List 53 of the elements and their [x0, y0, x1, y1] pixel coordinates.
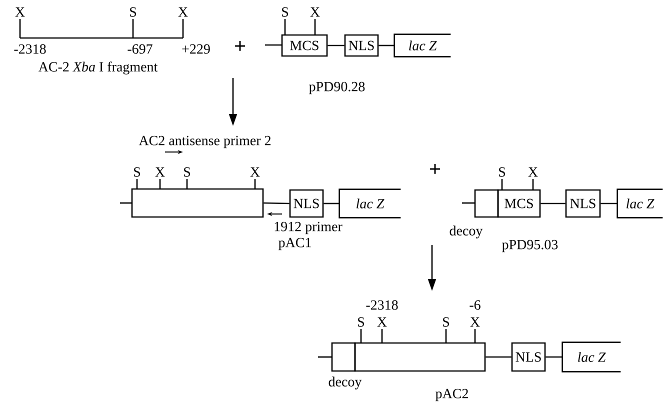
site-letter: X: [377, 317, 387, 327]
linker-line: [600, 202, 618, 204]
site-letter: S: [130, 7, 136, 17]
gene-box: NLS: [289, 189, 324, 218]
text-label: +229: [182, 44, 210, 54]
site-letter: X: [310, 7, 320, 17]
text-label: -6: [470, 300, 480, 310]
site-letter: X: [15, 7, 25, 17]
site-letter: S: [499, 167, 506, 177]
text-label: pPD95.03: [502, 240, 558, 252]
text-label: pAC2: [436, 388, 468, 402]
gene-box: MCS: [281, 34, 328, 57]
text-label: 1912 primer: [274, 222, 342, 234]
site-letter: S: [134, 167, 140, 177]
text-label: AC2 antisense primer 2: [138, 136, 271, 148]
linker-line: [546, 356, 562, 358]
region-label: decoy: [328, 376, 362, 390]
linker-line: [264, 202, 290, 204]
text-label: AC-2 Xba I fragment: [38, 62, 158, 74]
linker-line: [486, 356, 512, 358]
linker-line: [324, 202, 340, 204]
gene-box: NLS: [344, 34, 379, 57]
text-label: -2318: [14, 44, 46, 54]
plus-sign: +: [235, 40, 245, 51]
site-letter: X: [155, 167, 165, 177]
plus-sign: +: [430, 164, 440, 174]
text-label: pPD90.28: [309, 82, 365, 94]
gene-box: NLS: [511, 342, 546, 372]
gene-box: NLS: [565, 189, 601, 218]
site-letter: X: [528, 167, 538, 177]
gene-box: lac Z: [394, 34, 451, 58]
insert-box: [331, 342, 356, 372]
linker-line: [378, 44, 394, 46]
text-label: pAC1: [278, 238, 311, 250]
text-label: -2318: [366, 300, 398, 310]
site-letter: X: [178, 7, 188, 17]
gene-box: lac Z: [562, 342, 621, 372]
site-letter: X: [470, 317, 480, 327]
site-letter: S: [282, 7, 288, 17]
site-letter: S: [358, 317, 364, 327]
insert-box: [474, 189, 499, 218]
linker-line: [540, 202, 566, 204]
region-label: decoy: [450, 226, 483, 238]
site-letter: S: [184, 167, 190, 177]
insert-box: [131, 188, 264, 218]
linker-line: [328, 44, 344, 46]
gene-box: lac Z: [616, 188, 663, 218]
gene-box: lac Z: [338, 188, 401, 218]
gene-box: MCS: [497, 189, 541, 218]
text-label: -697: [128, 44, 152, 54]
site-letter: X: [250, 167, 260, 177]
insert-box: [354, 342, 486, 372]
site-letter: S: [443, 317, 450, 327]
